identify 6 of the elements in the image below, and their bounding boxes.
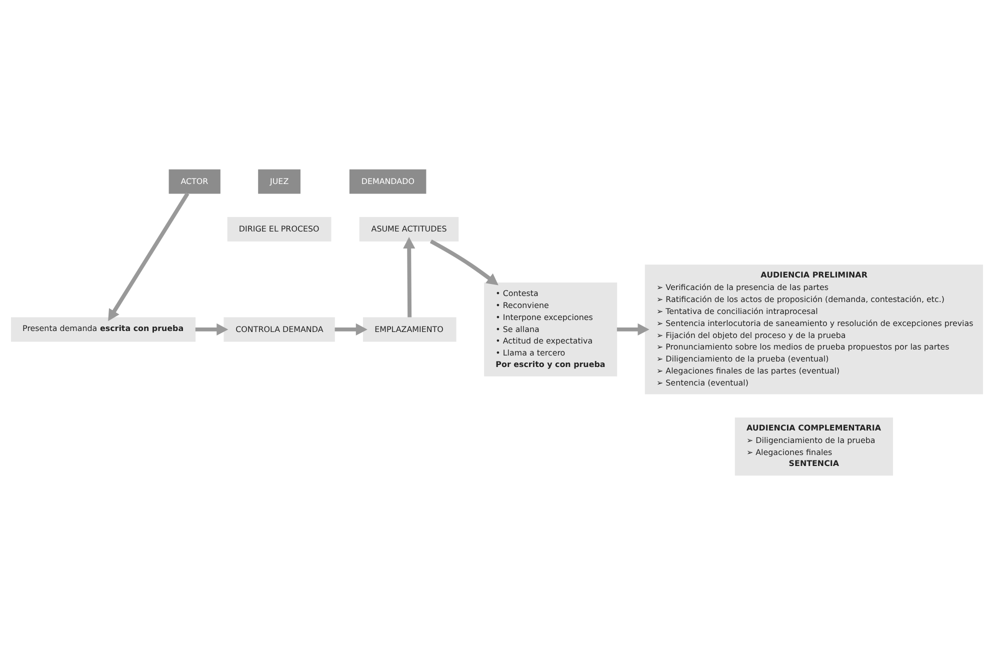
arrow [430, 240, 498, 286]
arrow [403, 236, 416, 318]
arrow [108, 192, 190, 322]
arrow [195, 323, 228, 336]
arrow [616, 323, 650, 336]
arrow [334, 323, 368, 336]
